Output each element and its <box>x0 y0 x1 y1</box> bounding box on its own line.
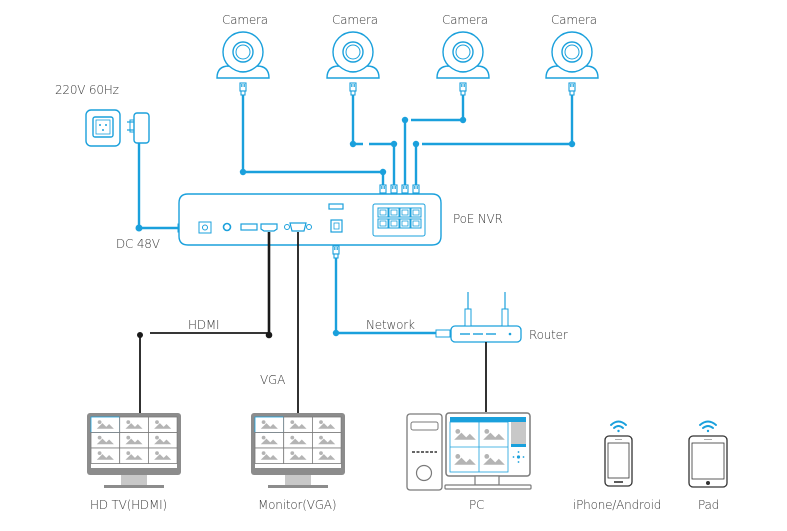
power-supply-label: 220V 60Hz <box>55 83 119 97</box>
camera-2 <box>326 31 380 79</box>
camera-2-label: Camera <box>332 13 378 27</box>
pc-label: PC <box>469 498 485 512</box>
cable-junction-dots <box>239 116 576 176</box>
wifi-icon <box>699 420 717 433</box>
poe-port-block <box>372 203 426 237</box>
monitor-icon <box>251 413 345 488</box>
ptz-control-icon <box>512 451 525 463</box>
poe-nvr <box>178 193 442 246</box>
tablet-label: Pad <box>698 498 720 512</box>
rj45-plug-icon <box>568 82 576 96</box>
lan-plug-icon <box>332 245 340 259</box>
camera-1-label: Camera <box>222 13 268 27</box>
camera-4-label: Camera <box>551 13 597 27</box>
cable-camera-2-b <box>369 142 396 185</box>
hdmi-label: HDMI <box>188 318 220 332</box>
camera-1 <box>216 31 270 79</box>
phone-icon <box>604 435 633 487</box>
network-label: Network <box>366 318 415 332</box>
monitor-label: Monitor(VGA) <box>258 498 337 512</box>
cable-camera-2-a <box>351 95 363 146</box>
camera-3 <box>436 31 490 79</box>
rj45-plug-icon <box>349 82 357 96</box>
wifi-icon <box>610 420 627 433</box>
dc-voltage-label: DC 48V <box>116 237 160 251</box>
pc-icon <box>406 412 532 491</box>
hdmi-port <box>260 223 278 232</box>
camera-3-label: Camera <box>442 13 488 27</box>
tablet-icon <box>688 435 728 488</box>
router-icon <box>450 292 522 343</box>
esata-port <box>328 203 344 210</box>
camera-icon <box>216 31 270 79</box>
rj45-plug-icon <box>459 82 467 96</box>
vga-port <box>284 222 312 232</box>
power-outlet-icon <box>85 109 121 147</box>
phone-label: iPhone/Android <box>573 498 662 512</box>
router-plug-icon <box>435 329 451 338</box>
camera-cables <box>241 95 574 185</box>
camera-icon <box>545 31 599 79</box>
camera-4 <box>545 31 599 79</box>
camera-icon <box>326 31 380 79</box>
dc48v-port <box>198 221 212 234</box>
camera-icon <box>436 31 490 79</box>
nvr-label: PoE NVR <box>453 212 503 226</box>
hd-tv-icon <box>87 413 181 488</box>
dc-power-cable <box>137 143 178 230</box>
lan-port <box>330 219 343 233</box>
audio-out-port <box>222 222 232 232</box>
cable-camera-3-a <box>411 95 465 122</box>
router-label: Router <box>529 328 568 342</box>
rj45-plug-icon <box>239 82 247 96</box>
hd-tv-label: HD TV(HDMI) <box>90 498 167 512</box>
cable-camera-1 <box>241 95 385 185</box>
vga-label: VGA <box>260 373 286 387</box>
usb-port <box>240 223 258 231</box>
power-adapter-icon <box>127 112 150 144</box>
